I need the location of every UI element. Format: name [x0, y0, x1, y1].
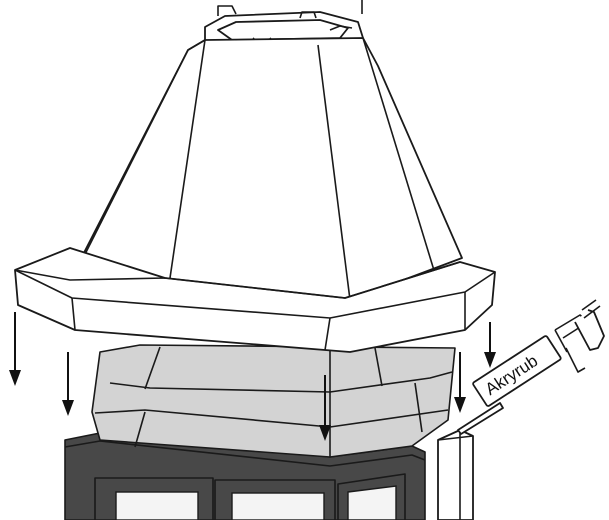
- sealant-tube-icon: Akryrub: [457, 299, 605, 435]
- down-arrow-icon: [454, 352, 466, 413]
- firebox: [64, 432, 426, 520]
- wall-post: [437, 429, 474, 520]
- stone-surround: [91, 344, 456, 458]
- down-arrow-icon: [319, 375, 331, 441]
- glass-pane-right: [347, 485, 397, 520]
- down-arrow-icon: [62, 352, 74, 416]
- chimney-hood: [14, 0, 496, 353]
- glass-pane-left: [115, 491, 199, 520]
- down-arrow-icon: [9, 312, 21, 386]
- glass-pane-center: [231, 492, 325, 520]
- down-arrow-icon: [484, 322, 496, 368]
